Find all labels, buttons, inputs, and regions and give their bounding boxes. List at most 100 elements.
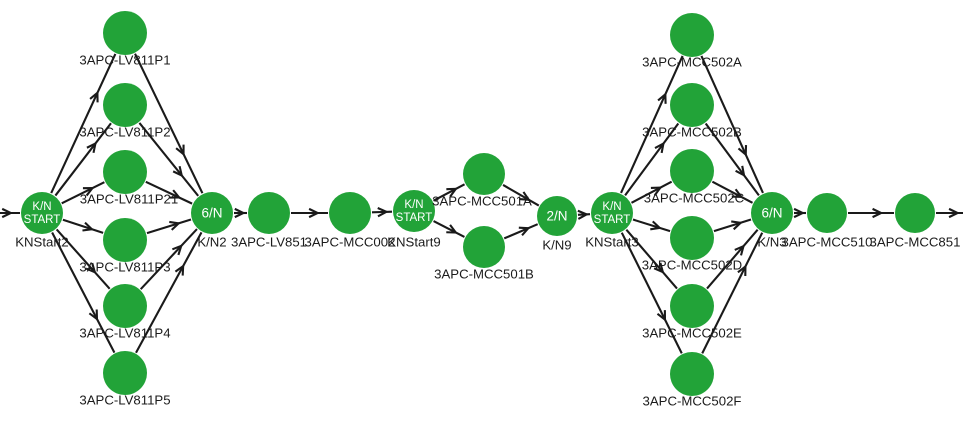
graph-edge[interactable] bbox=[433, 220, 465, 238]
node-circle[interactable] bbox=[670, 216, 714, 260]
node-circle[interactable] bbox=[670, 13, 714, 57]
graph-edge[interactable] bbox=[625, 228, 678, 290]
graph-node-mcc502e[interactable]: 3APC-MCC502E bbox=[642, 284, 742, 341]
graph-edge[interactable] bbox=[291, 207, 328, 219]
graph-edge[interactable] bbox=[701, 232, 764, 354]
node-circle[interactable] bbox=[21, 192, 63, 234]
node-circle[interactable] bbox=[103, 11, 147, 55]
node-circle[interactable] bbox=[103, 218, 147, 262]
graph-node-mcc502a[interactable]: 3APC-MCC502A bbox=[642, 13, 742, 70]
graph-edge[interactable] bbox=[620, 232, 683, 354]
graph-edge[interactable] bbox=[624, 122, 680, 196]
graph-edge[interactable] bbox=[713, 218, 752, 233]
node-inner-label-line2: START bbox=[396, 212, 433, 224]
node-caption: 3APC-LV811P21 bbox=[80, 192, 178, 207]
node-caption: 3APC-LV811P1 bbox=[79, 53, 170, 68]
graph-node-lv811p21[interactable]: 3APC-LV811P21 bbox=[80, 150, 178, 207]
node-circle[interactable] bbox=[329, 192, 371, 234]
node-caption: 3APC-MCC510 bbox=[782, 235, 873, 250]
arrow-head-icon bbox=[86, 141, 97, 154]
graph-node-mcc502b[interactable]: 3APC-MCC502B bbox=[642, 83, 742, 140]
graph-edge[interactable] bbox=[234, 207, 247, 219]
graph-node-mcc502c[interactable]: 3APC-MCC502C bbox=[644, 149, 745, 206]
node-circle[interactable] bbox=[463, 226, 505, 268]
node-inner-label: 6/N bbox=[201, 206, 222, 221]
arrow-head-icon bbox=[519, 191, 531, 201]
graph-edge[interactable] bbox=[135, 231, 203, 354]
graph-node-mcc501a[interactable]: 3APC-MCC501A bbox=[432, 153, 532, 209]
graph-edge[interactable] bbox=[138, 122, 200, 197]
graph-edge[interactable] bbox=[503, 223, 539, 240]
graph-node-mcc510[interactable]: 3APC-MCC510 bbox=[782, 193, 873, 250]
arrow-head-icon bbox=[577, 209, 590, 220]
graph-edge[interactable] bbox=[632, 218, 671, 233]
node-caption: K/N2 bbox=[197, 235, 226, 250]
node-circle[interactable] bbox=[103, 351, 147, 395]
graph-node-lv811p5[interactable]: 3APC-LV811P5 bbox=[79, 351, 171, 408]
node-circle[interactable] bbox=[103, 83, 147, 127]
node-circle[interactable] bbox=[895, 193, 935, 233]
graph-edge[interactable] bbox=[630, 180, 673, 204]
graph-edge[interactable] bbox=[620, 55, 684, 194]
graph-node-kn2[interactable]: 6/N K/N2 bbox=[191, 192, 233, 250]
graph-edge[interactable] bbox=[0, 207, 20, 219]
graph-node-mcc501b[interactable]: 3APC-MCC501B bbox=[434, 226, 534, 282]
graph-node-kn3[interactable]: 6/NK/N3 bbox=[751, 192, 793, 250]
graph-edge[interactable] bbox=[139, 228, 198, 290]
graph-node-mcc002[interactable]: 3APC-MCC002 bbox=[305, 192, 396, 250]
node-circle[interactable] bbox=[670, 352, 714, 396]
graph-node-lv811p4[interactable]: 3APC-LV811P4 bbox=[79, 284, 171, 341]
node-circle[interactable] bbox=[248, 192, 290, 234]
graph-edge[interactable] bbox=[50, 53, 117, 194]
graph-edge[interactable] bbox=[145, 180, 193, 205]
graph-edge[interactable] bbox=[700, 55, 764, 194]
graph-edge[interactable] bbox=[706, 228, 759, 290]
graph-edge[interactable] bbox=[55, 228, 111, 290]
graph-node-mcc502f[interactable]: 3APC-MCC502F bbox=[643, 352, 742, 409]
graph-node-mcc851[interactable]: 3APC-MCC851 bbox=[870, 193, 961, 250]
graph-edge[interactable] bbox=[793, 207, 806, 219]
node-circle[interactable] bbox=[670, 284, 714, 328]
node-circle[interactable] bbox=[463, 153, 505, 195]
graph-edge[interactable] bbox=[502, 184, 540, 207]
node-circle[interactable] bbox=[751, 192, 793, 234]
graph-edge[interactable] bbox=[51, 232, 116, 354]
node-caption: 3APC-MCC002 bbox=[305, 235, 396, 250]
node-circle[interactable] bbox=[191, 192, 233, 234]
graph-edge[interactable] bbox=[936, 207, 963, 219]
graph-node-lv811p3[interactable]: 3APC-LV811P3 bbox=[79, 218, 171, 275]
graph-edge[interactable] bbox=[711, 180, 754, 204]
graph-edge[interactable] bbox=[371, 207, 393, 218]
node-caption: KNStart3 bbox=[585, 235, 639, 250]
node-circle[interactable] bbox=[103, 284, 147, 328]
graph-edge[interactable] bbox=[577, 209, 591, 220]
graph-edge[interactable] bbox=[432, 183, 466, 202]
node-circle[interactable] bbox=[393, 190, 435, 232]
graph-node-lv811p1[interactable]: 3APC-LV811P1 bbox=[79, 11, 171, 68]
arrow-head-icon bbox=[174, 263, 185, 276]
node-circle[interactable] bbox=[807, 193, 847, 233]
node-circle[interactable] bbox=[670, 149, 714, 193]
graph-node-lv811p2[interactable]: 3APC-LV811P2 bbox=[79, 83, 171, 140]
arrow-head-icon bbox=[171, 244, 183, 256]
graph-edge[interactable] bbox=[704, 122, 760, 196]
graph-edge[interactable] bbox=[146, 218, 192, 235]
node-circle[interactable] bbox=[537, 196, 577, 236]
graph-node-lv851[interactable]: 3APC-LV851 bbox=[231, 192, 307, 250]
arrow-head-icon bbox=[793, 207, 806, 219]
node-circle[interactable] bbox=[591, 192, 633, 234]
graph-edge[interactable] bbox=[134, 53, 204, 194]
graph-edge[interactable] bbox=[62, 218, 104, 234]
graph-edge[interactable] bbox=[848, 207, 894, 219]
graph-node-kn9[interactable]: 2/NK/N9 bbox=[537, 196, 577, 253]
graph-edge[interactable] bbox=[54, 122, 112, 197]
node-circle[interactable] bbox=[670, 83, 714, 127]
graph-edge[interactable] bbox=[61, 181, 105, 205]
node-inner-label-line1: K/N bbox=[32, 201, 51, 213]
node-circle[interactable] bbox=[103, 150, 147, 194]
graph-node-mcc502d[interactable]: 3APC-MCC502D bbox=[642, 216, 742, 273]
